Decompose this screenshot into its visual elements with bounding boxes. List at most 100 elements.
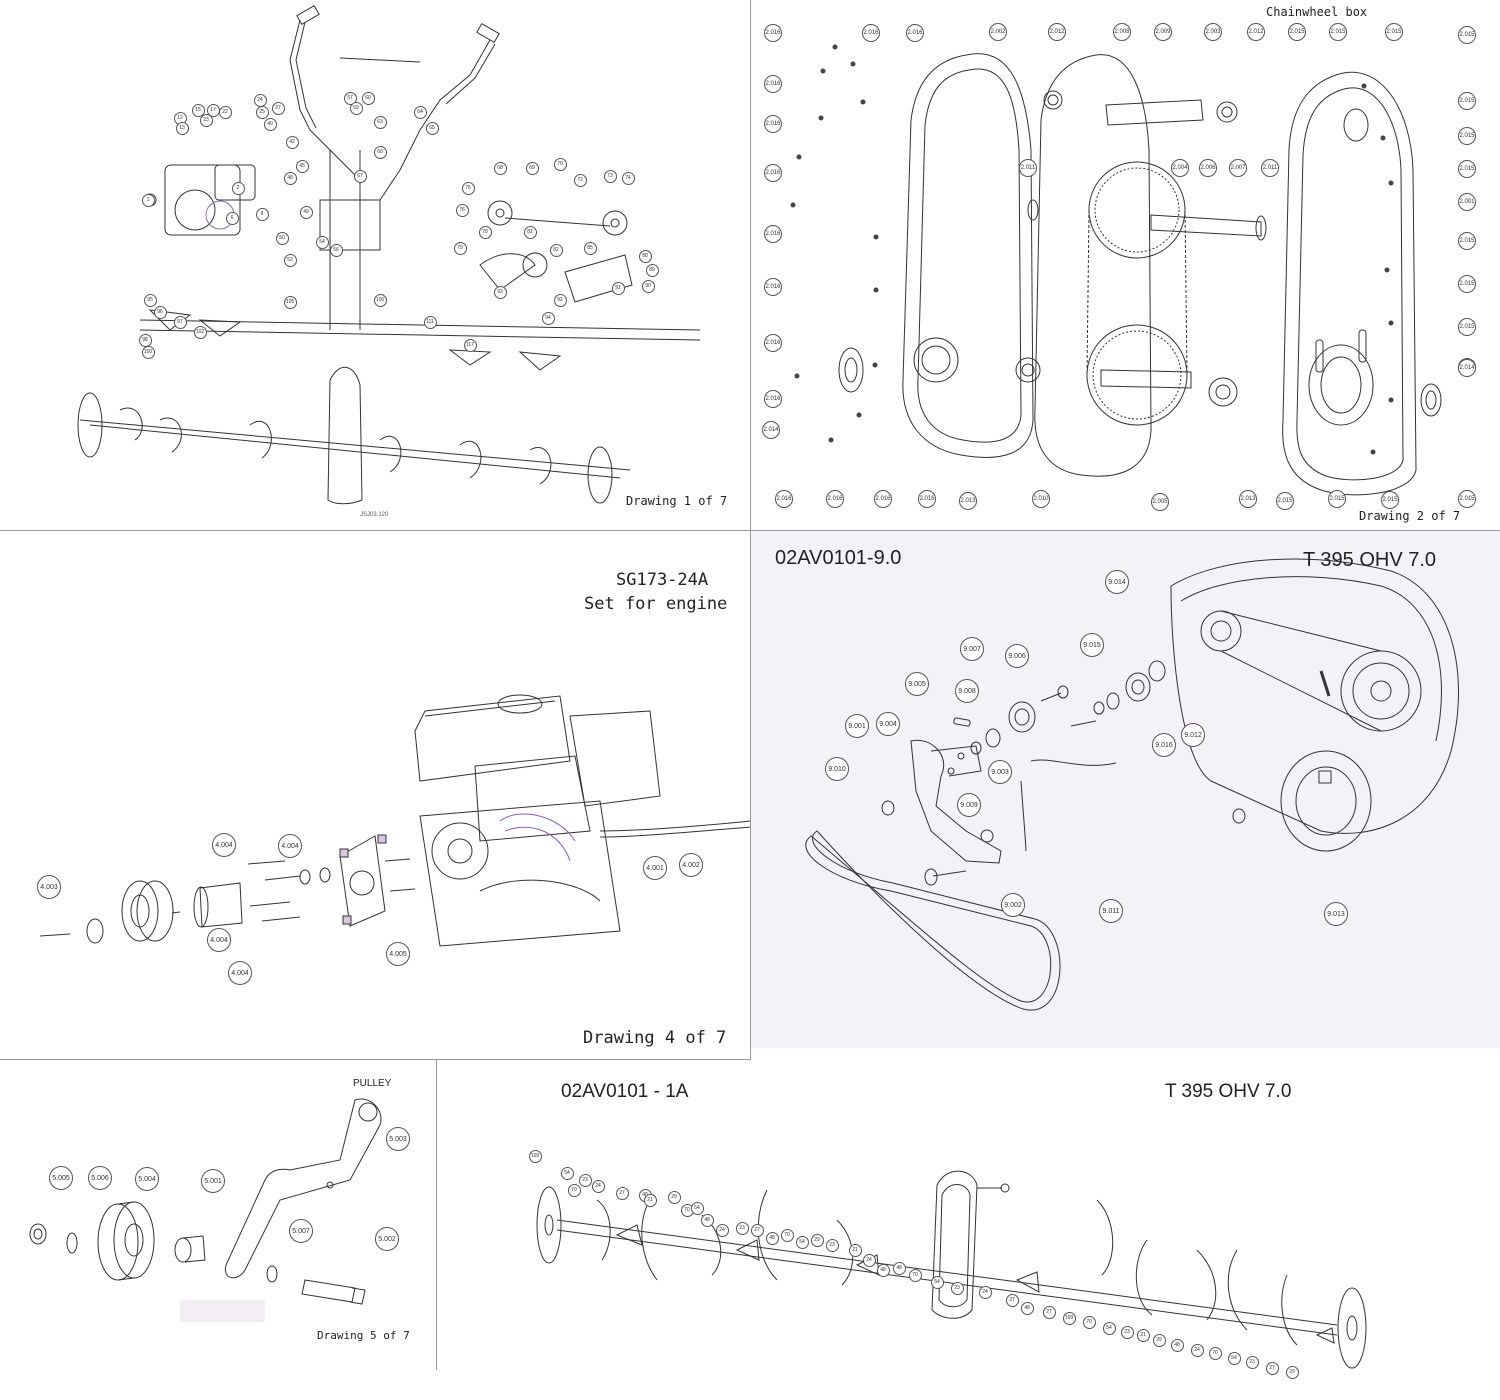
part-callout: 2.015 [1458,26,1476,44]
part-callout: 95 [143,293,157,307]
drawing-caption: Drawing 4 of 7 [583,1028,727,1048]
part-callout: 2.016 [764,278,782,296]
part-callout: 24 [253,93,267,107]
part-callout: 69 [525,161,539,175]
part-callout: 27 [1265,1361,1279,1375]
part-callout: 54 [315,235,329,249]
part-callout: 9.001 [845,714,869,738]
part-callout: 2.012 [1048,23,1066,41]
part-callout: 73 [603,169,617,183]
drawing-model: T 395 OHV 7.0 [1303,549,1437,571]
part-callout: 4.002 [679,853,703,877]
part-callout: 54 [560,1166,574,1180]
part-callout: 48 [700,1213,714,1227]
part-callout: 9.007 [960,637,984,661]
exploded-view-chainwheel-box [790,44,1442,496]
part-callout: 70 [567,1183,581,1197]
part-callout: 97 [173,315,187,329]
part-callout: 89 [645,263,659,277]
part-callout: 54 [690,1201,704,1215]
part-callout: 2.015 [1458,318,1476,336]
part-callout: 2.013 [959,492,977,510]
part-callout: 9.011 [1099,899,1123,923]
part-callout: 2.016 [764,225,782,243]
part-callout: 2.016 [874,490,892,508]
part-callout: 48 [283,171,297,185]
part-callout: 24 [1190,1343,1204,1357]
part-callout: 48 [1170,1338,1184,1352]
exploded-view-tiller-assembly [77,4,701,505]
part-callout: 109 [1062,1311,1076,1325]
part-callout: 2.004 [1171,159,1189,177]
part-callout: 78 [478,225,492,239]
part-callout: 24 [715,1223,729,1237]
part-callout: 2.001 [1458,193,1476,211]
part-callout: 2.008 [1113,23,1131,41]
panel-drawing-1a: 1095470232427482129705448242327487054292… [437,1060,1500,1400]
part-callout: 93 [493,285,507,299]
part-callout: 98 [138,333,152,347]
part-callout: 2.011 [1261,159,1279,177]
part-callout: 2.016 [906,24,924,42]
part-callout: 2.013 [1239,490,1257,508]
part-callout: 90 [641,279,655,293]
part-callout: 48 [765,1231,779,1245]
part-callout: 9.003 [988,760,1012,784]
part-callout: 102 [193,325,207,339]
part-callout: 9.005 [905,672,929,696]
part-callout: 5.005 [49,1166,73,1190]
part-callout: 42 [285,135,299,149]
part-callout: 23 [1245,1355,1259,1369]
drawing-title: Chainwheel box [1266,5,1368,19]
part-callout: 22 [218,105,232,119]
part-callout: 5.003 [386,1127,410,1151]
part-callout: 117 [463,338,477,352]
part-callout: 81 [523,225,537,239]
part-callout: 24 [978,1285,992,1299]
drawing-code: 02AV0101-9.0 [775,547,902,569]
part-callout: 2.015 [1381,491,1399,509]
part-callout: 5.004 [135,1167,159,1191]
drawing-caption: Drawing 2 of 7 [1359,509,1461,523]
part-callout: 2.015 [1458,160,1476,178]
exploded-view-belt-tensioner [805,558,1459,1011]
part-callout: 2.003 [1204,23,1222,41]
drawing-code: JSJ03.120 [360,512,389,518]
part-callout: 49 [299,205,313,219]
part-callout: 9.008 [955,679,979,703]
part-callout: 2.015 [1329,23,1347,41]
part-callout: 2.016 [918,490,936,508]
part-callout: 4.005 [386,942,410,966]
part-callout: 48 [892,1261,906,1275]
part-callout: 24 [591,1179,605,1193]
part-callout: 52 [283,253,297,267]
part-callout: 9.006 [1005,644,1029,668]
part-callout: 27 [750,1223,764,1237]
exploded-view-engine-set [39,694,750,947]
part-callout: 2.015 [1328,490,1346,508]
part-callout: 67 [353,169,367,183]
part-callout: 85 [583,241,597,255]
part-callout: 23 [199,113,213,127]
part-callout: 23 [825,1238,839,1252]
part-callout: 72 [573,173,587,187]
part-callout: 48 [1020,1301,1034,1315]
part-callout: 2.016 [775,490,793,508]
part-callout: 2.016 [826,490,844,508]
drawing-caption: Drawing 1 of 7 [626,494,728,508]
part-callout: 70 [780,1228,794,1242]
part-callout: 5.002 [375,1227,399,1251]
part-callout: 29 [1285,1365,1299,1379]
part-callout: 2.014 [1458,359,1476,377]
part-callout: 70 [1082,1315,1096,1329]
exploded-view-tine-assembly [536,1170,1367,1369]
part-callout: 23 [1120,1325,1134,1339]
part-callout: 2.002 [989,23,1007,41]
smudge [180,1300,265,1322]
drawing-caption: Drawing 5 of 7 [317,1329,410,1342]
part-callout: 63 [373,115,387,129]
part-callout: 15 [191,103,205,117]
part-callout: 56 [329,243,343,257]
part-callout: 2.010 [1032,490,1050,508]
